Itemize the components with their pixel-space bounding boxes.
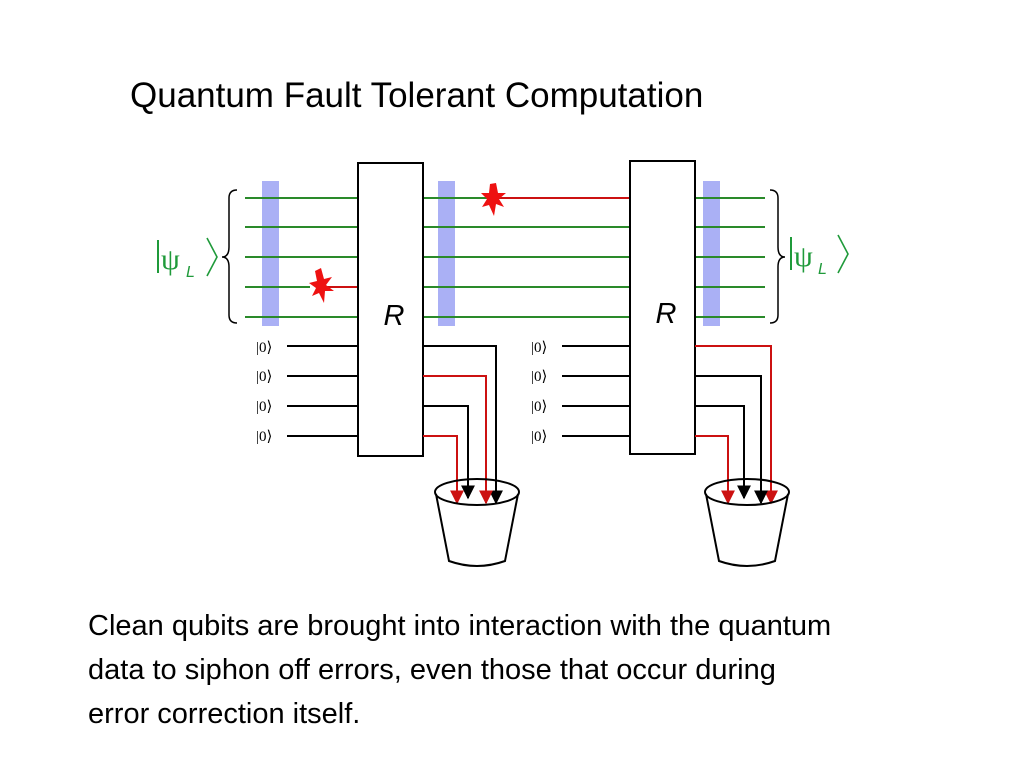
logical-state-label-right: ψ L (790, 234, 849, 278)
psi-subscript: L (818, 261, 827, 278)
ancilla-output-error (695, 345, 778, 505)
ancilla-label: |0⟩ (256, 429, 272, 445)
error-splat (309, 268, 334, 303)
ancilla-output-error (695, 435, 735, 505)
psi-symbol: ψ (794, 240, 813, 273)
ancilla-output-clean (695, 405, 751, 500)
ancilla-wires (287, 345, 630, 437)
data-wires (245, 197, 765, 318)
caption-line: Clean qubits are brought into interactio… (88, 610, 832, 642)
caption-line: data to siphon off errors, even those th… (88, 654, 776, 686)
logical-state-label-left: ψ L (157, 237, 218, 281)
right-brace (769, 189, 786, 324)
syndrome-band-middle (438, 181, 455, 326)
ancilla-label: |0⟩ (256, 399, 272, 415)
caption-line: error correction itself. (88, 698, 361, 730)
syndrome-band-right (703, 181, 720, 326)
ancilla-label: |0⟩ (531, 340, 547, 356)
ancilla-output-error (423, 435, 464, 505)
trash-bin-left (434, 478, 520, 567)
ancilla-output-clean (695, 375, 768, 505)
ancilla-output-clean (423, 345, 503, 505)
recovery-gate-box (357, 162, 424, 457)
psi-subscript: L (186, 264, 195, 281)
ancilla-label: |0⟩ (531, 369, 547, 385)
left-brace (221, 189, 238, 324)
ancilla-label: |0⟩ (531, 399, 547, 415)
slide-title: Quantum Fault Tolerant Computation (130, 76, 704, 115)
syndrome-band-left (262, 181, 279, 326)
ancilla-label: |0⟩ (256, 340, 272, 356)
recovery-gate-label: R (656, 298, 677, 330)
psi-symbol: ψ (161, 243, 180, 276)
error-splat (481, 183, 506, 216)
ancilla-outputs-left (423, 345, 503, 505)
recovery-gate-label: R (384, 300, 405, 332)
trash-bin-right (704, 478, 790, 567)
slide-caption: Clean qubits are brought into interactio… (88, 604, 988, 736)
ancilla-label: |0⟩ (256, 369, 272, 385)
ancilla-output-error (423, 375, 493, 505)
recovery-gate-box (629, 160, 696, 455)
ancilla-output-clean (423, 405, 475, 500)
ancilla-label: |0⟩ (531, 429, 547, 445)
ancilla-labels: |0⟩ |0⟩ |0⟩ |0⟩ |0⟩ |0⟩ |0⟩ |0⟩ (256, 340, 547, 445)
